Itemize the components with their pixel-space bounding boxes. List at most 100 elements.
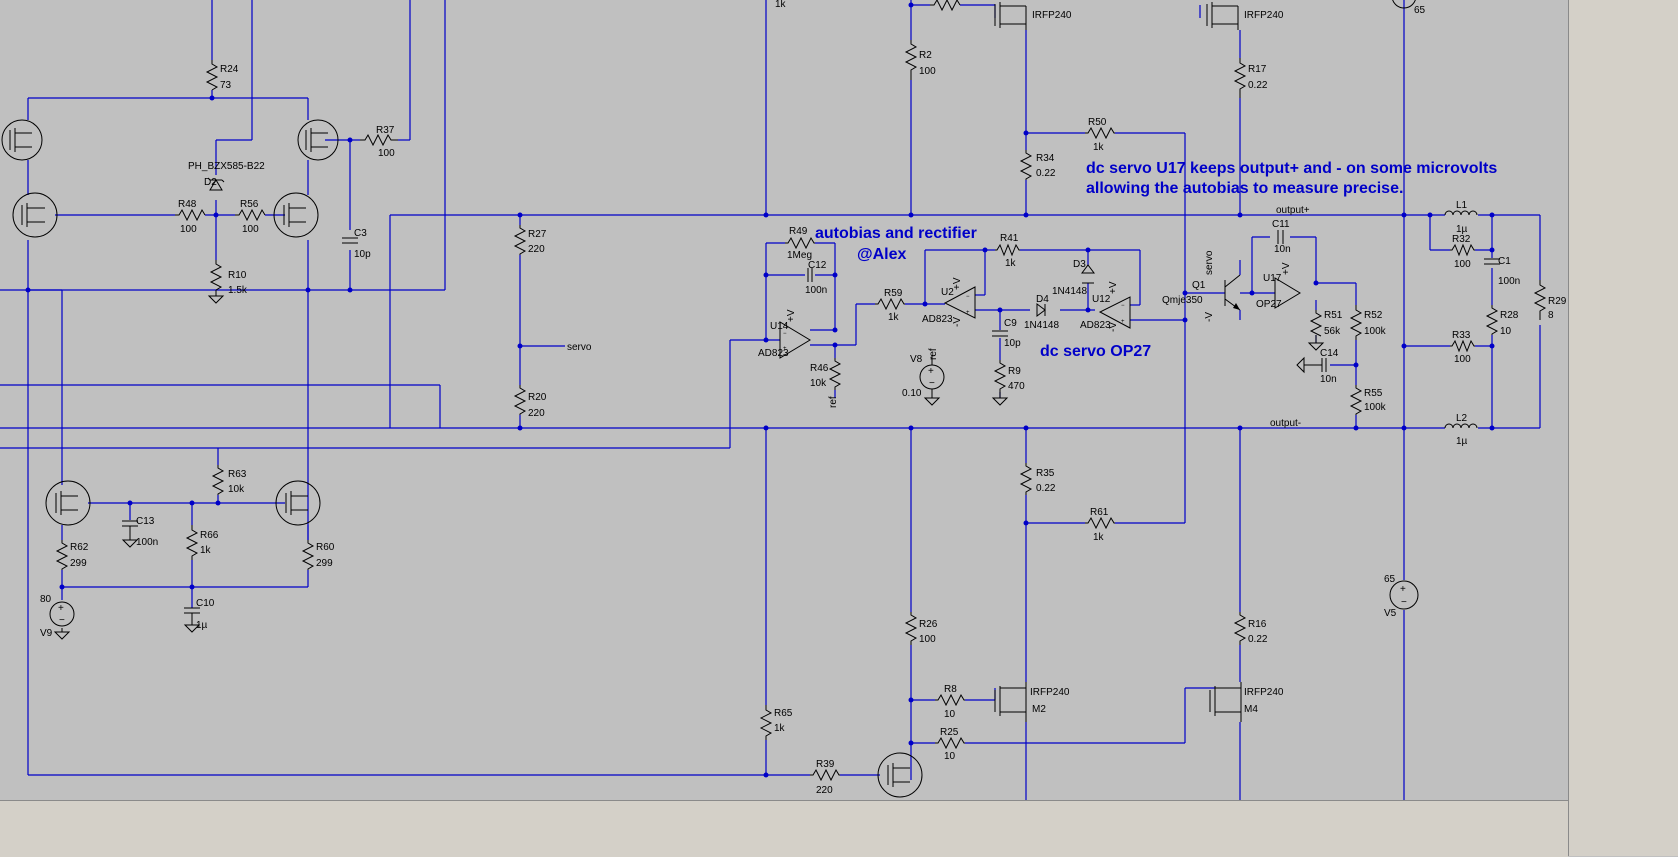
label-l1: L1 [1456, 200, 1468, 211]
value-c12: 100n [805, 285, 827, 296]
value-l2: 1µ [1456, 436, 1468, 447]
svg-text:+: + [966, 310, 970, 316]
value-r66: 1k [200, 545, 212, 556]
value-c11: 10n [1274, 244, 1291, 255]
label-c1: C1 [1498, 256, 1511, 267]
component-labels: R24 73 R37 100 R48 100 R56 100 R10 1.5k … [40, 5, 1567, 796]
label-r28: R28 [1500, 310, 1519, 321]
label-r27: R27 [528, 229, 547, 240]
model-d3: 1N4148 [1052, 286, 1087, 297]
label-r39: R39 [816, 759, 835, 770]
value-r9: 470 [1008, 381, 1025, 392]
model-m1: IRFP240 [1032, 10, 1072, 21]
autobias-author: @Alex [857, 246, 907, 263]
label-r65: R65 [774, 708, 793, 719]
value-c13: 100n [136, 537, 158, 548]
svg-text:+: + [1121, 319, 1125, 325]
value-r65: 1k [774, 723, 786, 734]
net-servo: servo [567, 342, 592, 353]
value-r10: 1.5k [228, 285, 248, 296]
value-r39: 220 [816, 785, 833, 796]
schematic-canvas[interactable]: +− +− +− −+ −+ −+ [0, 0, 1568, 800]
value-r20: 220 [528, 408, 545, 419]
label-r55: R55 [1364, 388, 1383, 399]
value-r52: 100k [1364, 326, 1387, 337]
junction-dots [25, 2, 1495, 778]
value-r48: 100 [180, 224, 197, 235]
dc-servo-note: dc servo OP27 [1040, 343, 1151, 360]
label-d4: D4 [1036, 294, 1049, 305]
net-servo-q1: servo [1204, 250, 1215, 275]
net-ref: ref [828, 396, 839, 408]
value-c9: 10p [1004, 338, 1021, 349]
label-q1: Q1 [1192, 280, 1206, 291]
svg-text:+: + [58, 603, 64, 614]
value-r27: 220 [528, 244, 545, 255]
label-u12: U12 [1092, 294, 1111, 305]
bottom-margin-panel [0, 800, 1568, 857]
mosfet-m4 [1209, 682, 1242, 722]
label-d3: D3 [1073, 259, 1086, 270]
label-r37: R37 [376, 125, 395, 136]
svg-text:−: − [1401, 597, 1407, 608]
label-r24: R24 [220, 64, 239, 75]
value-r17: 0.22 [1248, 80, 1268, 91]
annotation-notes: dc servo U17 keeps output+ and - on some… [815, 160, 1497, 360]
label-r61: R61 [1090, 507, 1109, 518]
label-d2: D2 [204, 177, 217, 188]
net-vplus-u2: +V [952, 277, 963, 290]
net-vminus-u2: -V [952, 317, 963, 327]
label-c10: C10 [196, 598, 215, 609]
bjt-symbols [1224, 274, 1241, 311]
label-r9: R9 [1008, 366, 1021, 377]
label-r34: R34 [1036, 153, 1055, 164]
net-output-plus: output+ [1276, 205, 1310, 216]
model-m4: IRFP240 [1244, 687, 1284, 698]
diode-symbols [207, 177, 1095, 317]
label-r66: R66 [200, 530, 219, 541]
mosfet-m2 [994, 682, 1027, 722]
label-c12: C12 [808, 260, 827, 271]
svg-text:−: − [783, 331, 787, 337]
value-v5: 65 [1384, 574, 1396, 585]
label-r10: R10 [228, 270, 247, 281]
label-r25: R25 [940, 727, 959, 738]
value-l1: 1µ [1456, 224, 1468, 235]
label-r46: R46 [810, 363, 829, 374]
value-r55: 100k [1364, 402, 1387, 413]
label-c13: C13 [136, 516, 155, 527]
net-vminus-u12: -V [1108, 322, 1119, 332]
net-vplus-u14: +V [786, 309, 797, 322]
model-d2: PH_BZX585-B22 [188, 161, 265, 172]
value-r25: 10 [944, 751, 956, 762]
model-q1: Qmje350 [1162, 295, 1203, 306]
value-c1: 100n [1498, 276, 1520, 287]
value-r62: 299 [70, 558, 87, 569]
svg-text:−: − [1121, 303, 1125, 309]
value-r26: 100 [919, 634, 936, 645]
model-m2: IRFP240 [1030, 687, 1070, 698]
svg-text:−: − [59, 615, 65, 626]
label-r17: R17 [1248, 64, 1267, 75]
label-c11: C11 [1272, 219, 1290, 230]
net-ref-v8: ref [928, 348, 939, 360]
label-v9: V9 [40, 628, 53, 639]
label-r41: R41 [1000, 233, 1019, 244]
value-r28: 10 [1500, 326, 1512, 337]
value-v8: 0.10 [902, 388, 922, 399]
label-r2: R2 [919, 50, 932, 61]
label-v5: V5 [1384, 608, 1397, 619]
right-margin-panel [1568, 0, 1678, 856]
value-c10: 1µ [196, 620, 208, 631]
value-c3: 10p [354, 249, 371, 260]
value-r8: 10 [944, 709, 956, 720]
svg-text:+: + [928, 366, 934, 377]
label-u14: U14 [770, 321, 789, 332]
net-output-minus: output- [1270, 418, 1301, 429]
value-r32: 100 [1454, 259, 1471, 270]
model-u12: AD823 [1080, 320, 1111, 331]
net-vplus-u17: +V [1281, 262, 1292, 275]
model-u17: OP27 [1256, 299, 1282, 310]
mosfet-symbols [1, 2, 1242, 798]
label-r49: R49 [789, 226, 808, 237]
